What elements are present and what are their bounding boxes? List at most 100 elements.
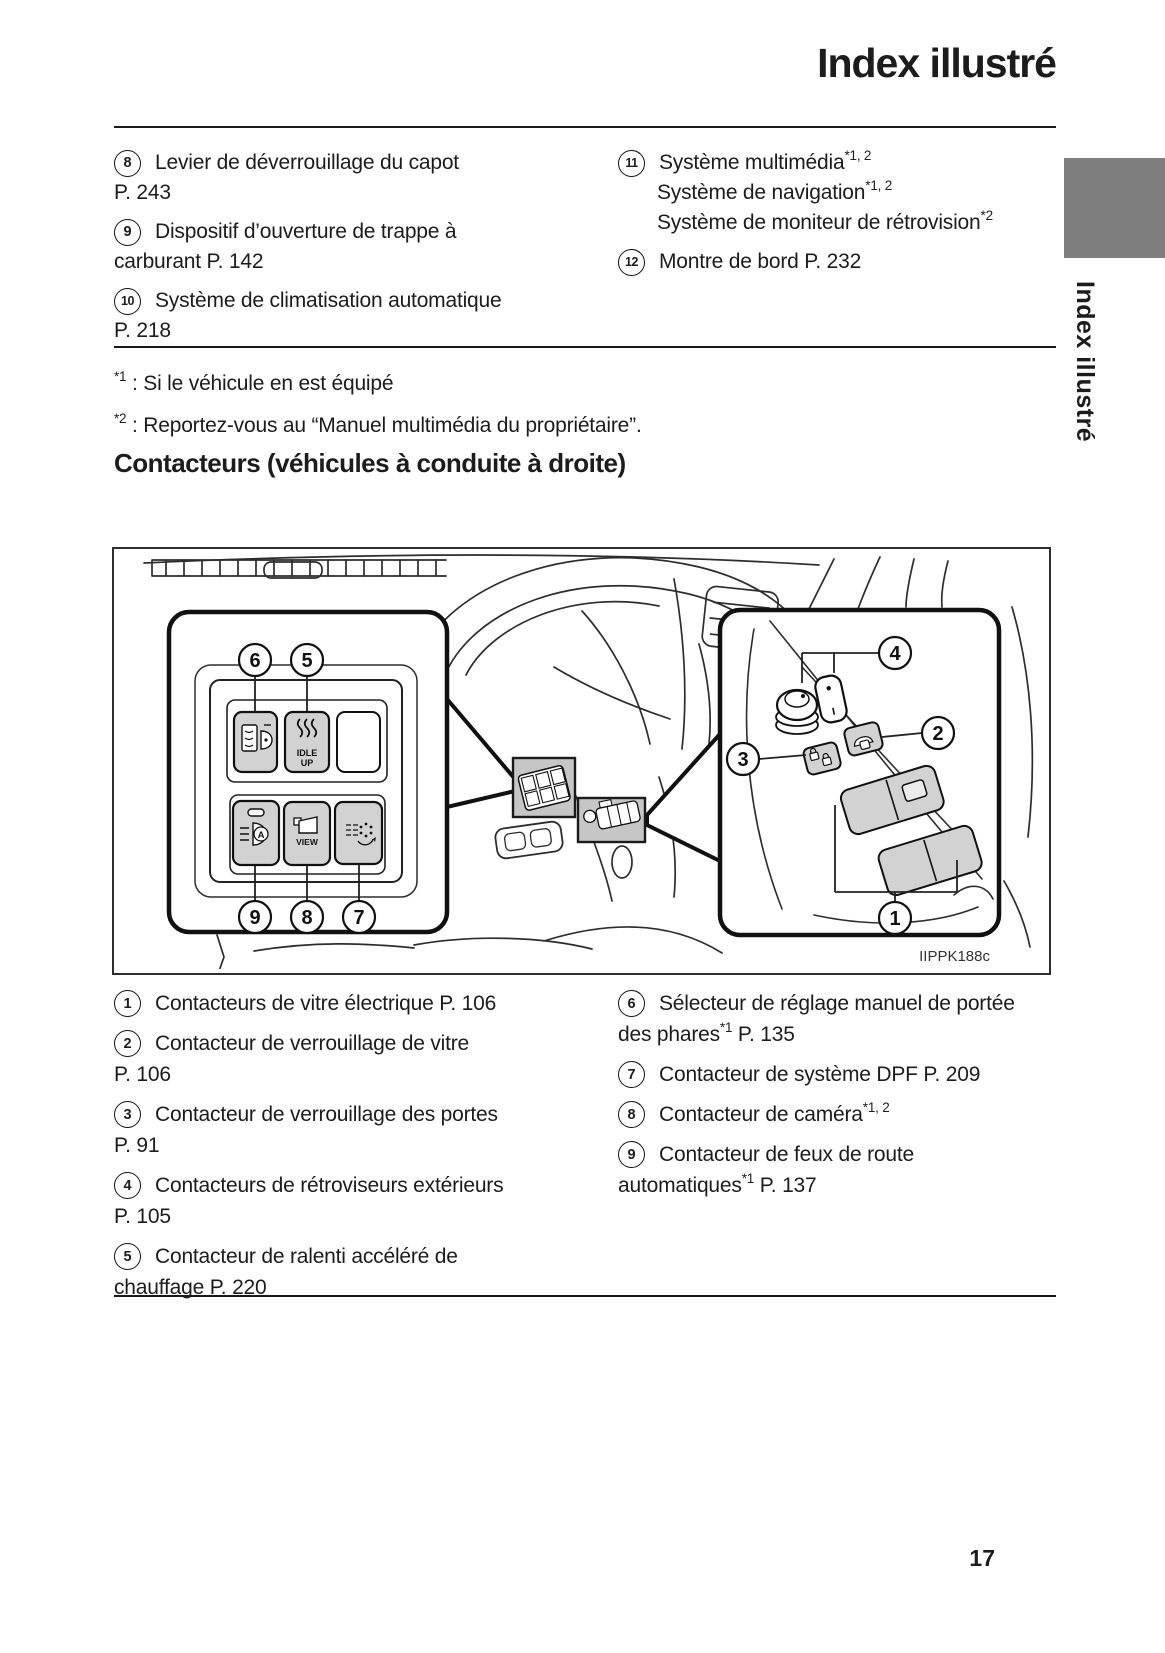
mid-rule [114, 346, 1056, 348]
item-number-badge: 5 [114, 1243, 141, 1270]
item-text: P. 243 [114, 181, 171, 204]
index-item: 9 Contacteur de feux de route automatiques… [618, 1139, 1058, 1201]
index-item: *2 : Reportez-vous au “Manuel multimédia… [114, 411, 642, 441]
bottom-list-right: 6 Sélecteur de réglage manuel de portée de… [618, 988, 1058, 1210]
item-text: P. 91 [114, 1133, 160, 1157]
item-number-badge: 3 [114, 1101, 141, 1128]
svg-text:UP: UP [301, 758, 314, 768]
item-number-badge: 4 [114, 1172, 141, 1199]
item-text: Contacteurs de vitre électrique P. 106 [155, 991, 497, 1015]
item-text: carburant P. 142 [114, 250, 264, 273]
armrest-panel-sketch [494, 820, 564, 860]
page-title: Index illustré [817, 40, 1057, 86]
camera-view-switch: VIEW [282, 800, 332, 867]
index-item: 12 Montre de bord P. 232 [618, 247, 1058, 277]
item-number-badge: 8 [114, 149, 141, 177]
index-item: 6 Sélecteur de réglage manuel de portée de… [618, 988, 1058, 1050]
dashboard-illustration: IDLE UP A [112, 547, 1051, 975]
item-number-badge: 9 [618, 1141, 645, 1168]
door-panel-location-box [576, 796, 647, 844]
figure-code: IIPPK188c [919, 948, 990, 965]
item-text: Système de navigation*1, 2 [657, 178, 893, 204]
item-number-badge: 2 [114, 1030, 141, 1057]
item-text: *1 : Si le véhicule en est équipé [114, 369, 394, 395]
door-switch-callout-box: 4 2 3 1 [717, 607, 1002, 938]
svg-text:IDLE: IDLE [297, 748, 318, 758]
svg-text:5: 5 [301, 650, 312, 672]
item-text: chauffage P. 220 [114, 1275, 267, 1299]
top-rule [114, 126, 1056, 128]
item-text: *2 : Reportez-vous au “Manuel multimédia… [114, 411, 642, 437]
svg-text:7: 7 [353, 907, 364, 929]
item-text: Sélecteur de réglage manuel de portée [659, 991, 1015, 1015]
svg-text:A: A [258, 830, 265, 841]
item-text: Contacteur de verrouillage de vitre [155, 1031, 470, 1055]
index-item: 7 Contacteur de système DPF P. 209 [618, 1059, 1058, 1090]
illustration-svg: IDLE UP A [143, 554, 1034, 972]
front-window-switches [839, 764, 945, 836]
blank-switch [336, 711, 381, 773]
mirror-adjust-knob [775, 688, 819, 735]
footnotes: *1 : Si le véhicule en est équipé *2 : Re… [114, 369, 642, 453]
svg-text:4: 4 [889, 643, 901, 665]
section-heading: Contacteurs (véhicules à conduite à droi… [114, 448, 626, 478]
item-text: Contacteur de système DPF P. 209 [659, 1062, 981, 1086]
index-item: *1 : Si le véhicule en est équipé [114, 369, 642, 399]
dpf-switch [333, 800, 384, 866]
door-lock-switch [843, 721, 884, 757]
left-pointer-wedge [445, 693, 517, 810]
idle-up-switch: IDLE UP [283, 710, 331, 774]
item-number-badge: 8 [618, 1101, 645, 1128]
item-text: P. 105 [114, 1204, 171, 1228]
item-text: des phares*1 P. 135 [618, 1019, 795, 1046]
item-number-badge: 1 [114, 990, 141, 1017]
top-list-right: 11 Système multimédia*1, 2 Système de navi… [618, 148, 1058, 286]
item-text: Système de climatisation automatique [155, 289, 502, 312]
bottom-list-left: 1 Contacteurs de vitre électrique P. 106 2… [114, 988, 594, 1312]
rear-window-switches [877, 824, 983, 897]
index-item: 8 Levier de déverrouillage du capot P. 243 [114, 148, 584, 208]
item-number-badge: 9 [114, 218, 141, 246]
item-number-badge: 12 [618, 248, 645, 276]
item-text: P. 218 [114, 319, 171, 342]
item-text: Contacteur de feux de route [659, 1142, 914, 1166]
item-text: Levier de déverrouillage du capot [155, 151, 459, 174]
item-text: Système de moniteur de rétrovision*2 [657, 208, 993, 234]
svg-text:VIEW: VIEW [296, 837, 319, 847]
top-list-left: 8 Levier de déverrouillage du capot P. 243… [114, 148, 584, 355]
svg-text:8: 8 [301, 907, 312, 929]
dash-switch-callout-box: IDLE UP A [166, 609, 450, 935]
item-number-badge: 7 [618, 1061, 645, 1088]
item-text: Contacteur de caméra*1, 2 [659, 1099, 890, 1126]
item-text: automatiques*1 P. 137 [618, 1170, 817, 1197]
item-text: Contacteur de ralenti accéléré de [155, 1244, 458, 1268]
item-number-badge: 6 [618, 990, 645, 1017]
right-pointer-wedge [645, 728, 722, 865]
item-text: Contacteur de verrouillage des portes [155, 1102, 498, 1126]
right-box-callouts: 4 2 3 1 [725, 635, 956, 936]
item-text: Contacteurs de rétroviseurs extérieurs [155, 1173, 504, 1197]
svg-text:3: 3 [737, 749, 748, 771]
left-box-callouts: 6 5 9 8 7 [237, 642, 377, 935]
mirror-selector-switch [814, 674, 848, 724]
index-item: 2 Contacteur de verrouillage de vitre P. 1… [114, 1028, 594, 1090]
index-item: 5 Contacteur de ralenti accéléré de chauff… [114, 1241, 594, 1303]
item-number-badge: 11 [618, 149, 645, 177]
index-item: 11 Système multimédia*1, 2 Système de navi… [618, 148, 1058, 238]
auto-high-beam-switch: A [231, 799, 281, 867]
headlight-leveling-switch [232, 710, 279, 774]
item-text: Système multimédia*1, 2 [659, 148, 872, 174]
index-item: 1 Contacteurs de vitre électrique P. 106 [114, 988, 594, 1019]
item-text: P. 106 [114, 1062, 171, 1086]
chapter-tab-label: Index illustré [1071, 281, 1099, 443]
bottom-rule [114, 1295, 1056, 1297]
svg-text:1: 1 [889, 908, 900, 930]
item-text: Montre de bord P. 232 [659, 250, 862, 273]
index-item: 8 Contacteur de caméra*1, 2 [618, 1099, 1058, 1130]
item-number-badge: 10 [114, 287, 141, 315]
